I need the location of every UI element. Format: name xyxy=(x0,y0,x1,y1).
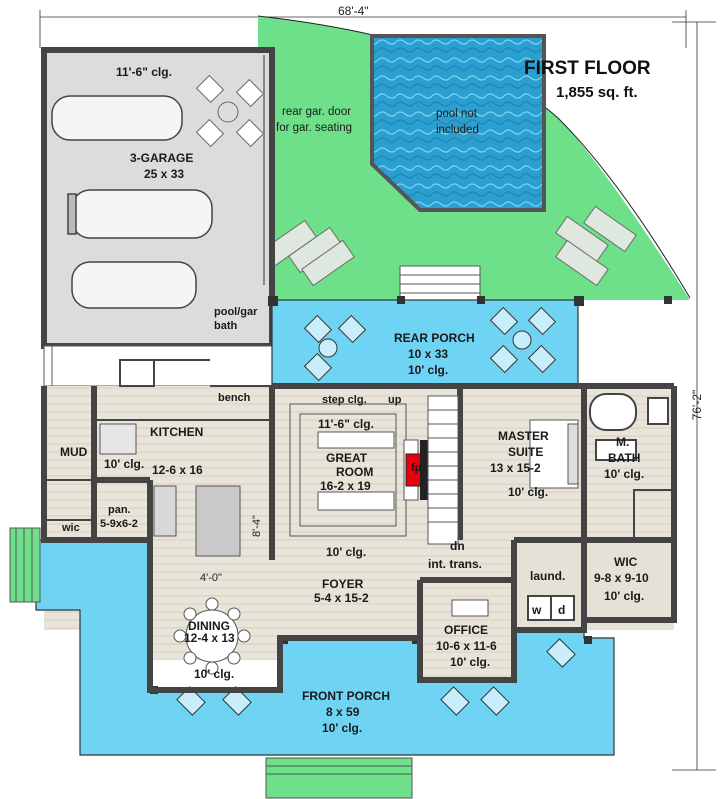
kitchen-size: 12-6 x 16 xyxy=(152,463,203,477)
width-dimension: 68'-4" xyxy=(338,4,369,18)
office-size: 10-6 x 11-6 xyxy=(436,639,497,653)
walls xyxy=(41,383,677,693)
rear-porch-ceiling: 10' clg. xyxy=(408,363,449,377)
dining-table xyxy=(173,597,251,675)
wic-small-label: wic xyxy=(62,522,80,534)
dryer-label: d xyxy=(558,603,566,617)
stair-up-label: up xyxy=(388,394,402,406)
office-name: OFFICE xyxy=(444,623,488,637)
garage-name: 3-GARAGE xyxy=(130,151,194,165)
gar-door-note-2: for gar. seating xyxy=(276,122,353,134)
stairs xyxy=(427,395,459,545)
kitchen-ceiling: 10' clg. xyxy=(104,457,145,471)
pool-bath-1: pool/gar xyxy=(214,306,258,318)
dimension-lines xyxy=(39,10,716,771)
master-suite-ceiling: 10' clg. xyxy=(508,485,549,499)
bench-label: bench xyxy=(218,392,251,404)
dining-ceiling: 10' clg. xyxy=(194,667,235,681)
great-room-name-2: ROOM xyxy=(336,465,374,479)
pantry-size: 5-9x6-2 xyxy=(100,518,138,530)
master-suite-name-2: SUITE xyxy=(508,445,544,459)
dining-width-dim: 4'-0" xyxy=(200,572,222,584)
office-desk xyxy=(451,599,489,617)
rear-porch-seating xyxy=(303,306,557,382)
front-porch-seating xyxy=(176,638,576,716)
fireplace-label: fp xyxy=(411,462,422,474)
foyer-size: 5-4 x 15-2 xyxy=(314,591,369,605)
kitchen-name: KITCHEN xyxy=(150,425,204,439)
pool-note-2: included xyxy=(436,124,479,136)
dining-name: DINING xyxy=(188,619,230,633)
floor-title: FIRST FLOOR xyxy=(524,58,651,79)
laundry-label: laund. xyxy=(530,569,566,583)
front-porch-size: 8 x 59 xyxy=(326,705,360,719)
dining-size: 12-4 x 13 xyxy=(184,631,235,645)
front-porch-ceiling: 10' clg. xyxy=(322,721,363,735)
int-trans-label: int. trans. xyxy=(428,557,483,571)
pool xyxy=(370,34,546,212)
foyer-name: FOYER xyxy=(322,577,364,591)
kitchen-fixtures xyxy=(99,423,241,557)
garage-seating xyxy=(195,74,265,148)
depth-dimension: 76'-2" xyxy=(690,389,704,421)
stair-down-label: dn xyxy=(450,539,465,553)
step-ceiling-label: step clg. xyxy=(322,394,367,406)
great-room-size: 16-2 x 19 xyxy=(320,479,371,493)
master-suite-name: MASTER xyxy=(498,429,549,443)
rear-porch-size: 10 x 33 xyxy=(408,347,449,361)
pantry-name: pan. xyxy=(108,504,131,516)
gar-door-note-1: rear gar. door xyxy=(282,106,352,118)
mud-label: MUD xyxy=(60,445,88,459)
rear-steps xyxy=(399,265,481,301)
pool-bath-2: bath xyxy=(214,320,238,332)
wic-ceiling: 10' clg. xyxy=(604,589,645,603)
master-bath-name: M. xyxy=(616,435,630,449)
garage-ceiling: 11'-6" clg. xyxy=(116,65,172,79)
great-room-ceiling-top: 11'-6" clg. xyxy=(318,417,374,431)
office-ceiling: 10' clg. xyxy=(450,655,491,669)
wic-size: 9-8 x 9-10 xyxy=(594,571,649,585)
master-suite-size: 13 x 15-2 xyxy=(490,461,541,475)
floor-area: 1,855 sq. ft. xyxy=(556,84,638,101)
master-bath-ceiling: 10' clg. xyxy=(604,467,645,481)
great-room-ceiling-bottom: 10' clg. xyxy=(326,545,367,559)
rear-porch-name: REAR PORCH xyxy=(394,331,475,345)
master-bed xyxy=(529,419,579,489)
garage-size: 25 x 33 xyxy=(144,167,185,181)
master-bath-name-2: BATH xyxy=(608,451,641,465)
pool-note-1: pool not xyxy=(436,108,477,120)
washer-label: w xyxy=(532,603,542,617)
island-depth-dim: 8'-4" xyxy=(250,515,263,537)
wic-name: WIC xyxy=(614,555,638,569)
great-room-name: GREAT xyxy=(326,451,368,465)
front-porch-name: FRONT PORCH xyxy=(302,689,390,703)
lounge-chairs xyxy=(263,205,637,287)
